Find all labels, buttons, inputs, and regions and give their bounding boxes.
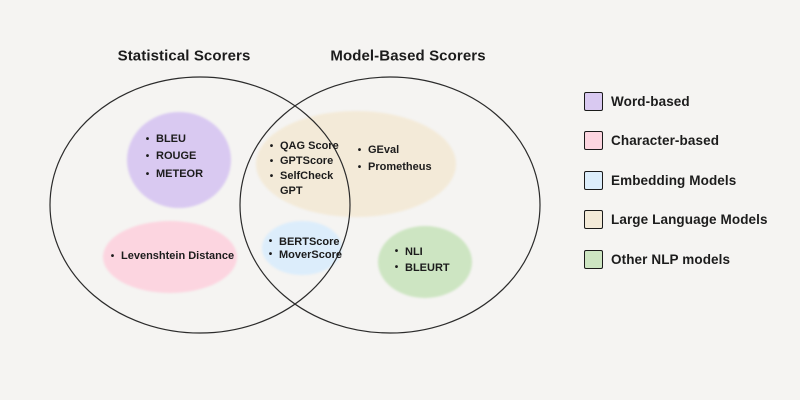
bullet-icon: • bbox=[145, 168, 150, 180]
bullet-icon: • bbox=[268, 236, 273, 247]
legend: Word-based Character-based Embedding Mod… bbox=[584, 91, 768, 269]
bullet-icon: • bbox=[268, 248, 273, 260]
list-item: • BLEU bbox=[143, 131, 203, 148]
bullet-icon: • bbox=[110, 251, 115, 262]
large-language-models-blob bbox=[256, 111, 456, 217]
list-item-label: NLI bbox=[405, 246, 423, 258]
bullet-icon: • bbox=[145, 151, 150, 163]
list-item: • BLEURT bbox=[392, 260, 450, 276]
legend-label: Word-based bbox=[611, 93, 690, 109]
legend-label: Embedding Models bbox=[611, 172, 737, 188]
list-item: • NLI bbox=[392, 244, 450, 260]
embedding-models-swatch bbox=[584, 170, 603, 190]
word-based-list: • BLEU • ROUGE • METEOR bbox=[143, 131, 203, 183]
legend-label: Large Language Models bbox=[611, 212, 768, 227]
embedding-models-list: • BERTScore • MoverScore bbox=[266, 236, 342, 261]
list-item-label: SelfCheck GPT bbox=[280, 170, 334, 197]
list-item: • GPTScore bbox=[267, 154, 339, 169]
list-item: • Levenshtein Distance bbox=[108, 248, 234, 265]
bullet-icon: • bbox=[145, 134, 150, 145]
word-based-blob bbox=[127, 112, 231, 208]
list-item: • BERTScore bbox=[266, 236, 342, 249]
list-item-label: Prometheus bbox=[368, 161, 432, 174]
large-language-models-swatch bbox=[584, 210, 603, 229]
list-item-label: MoverScore bbox=[279, 248, 342, 261]
llm-model-only-list: • GEval • Prometheus bbox=[355, 142, 432, 177]
legend-item-word-based: Word-based bbox=[584, 91, 768, 111]
legend-item-large-language-models: Large Language Models bbox=[584, 210, 768, 230]
character-based-swatch bbox=[584, 131, 603, 150]
word-based-swatch bbox=[584, 91, 603, 111]
legend-item-embedding-models: Embedding Models bbox=[584, 170, 768, 190]
bullet-icon: • bbox=[357, 145, 362, 156]
list-item: • SelfCheck GPT bbox=[267, 169, 339, 199]
statistical-scorers-title: Statistical Scorers bbox=[117, 47, 251, 65]
legend-item-character-based: Character-based bbox=[584, 131, 768, 151]
list-item-label: GEval bbox=[368, 144, 400, 156]
embedding-models-blob bbox=[262, 221, 342, 275]
character-based-blob bbox=[103, 221, 237, 293]
model-based-scorers-circle bbox=[239, 76, 541, 334]
list-item-label: Levenshtein Distance bbox=[121, 250, 235, 262]
list-item-label: METEOR bbox=[156, 167, 204, 180]
list-item: • METEOR bbox=[143, 166, 203, 183]
list-item: • Prometheus bbox=[355, 159, 432, 176]
list-item-label: ROUGE bbox=[156, 150, 197, 163]
bullet-icon: • bbox=[269, 141, 274, 152]
bullet-icon: • bbox=[269, 171, 274, 182]
bullet-icon: • bbox=[357, 162, 362, 174]
list-item: • QAG Score bbox=[267, 139, 339, 154]
other-nlp-models-list: • NLI • BLEURT bbox=[392, 244, 450, 276]
llm-overlap-list: • QAG Score • GPTScore • SelfCheck GPT bbox=[267, 139, 339, 199]
list-item-label: QAG Score bbox=[280, 140, 339, 152]
list-item: • ROUGE bbox=[143, 148, 203, 165]
list-item: • MoverScore bbox=[266, 249, 342, 262]
other-nlp-models-swatch bbox=[584, 249, 603, 269]
legend-label: Character-based bbox=[611, 133, 720, 148]
list-item-label: BLEURT bbox=[405, 262, 450, 274]
bullet-icon: • bbox=[394, 262, 399, 273]
bullet-icon: • bbox=[394, 246, 399, 257]
bullet-icon: • bbox=[269, 156, 274, 167]
list-item-label: BLEU bbox=[156, 133, 186, 145]
legend-item-other-nlp-models: Other NLP models bbox=[584, 249, 768, 269]
list-item: • GEval bbox=[355, 142, 432, 159]
character-based-list: • Levenshtein Distance bbox=[108, 248, 234, 265]
legend-label: Other NLP models bbox=[611, 251, 731, 267]
list-item-label: GPTScore bbox=[280, 155, 334, 167]
other-nlp-models-blob bbox=[378, 226, 472, 298]
list-item-label: BERTScore bbox=[279, 236, 340, 248]
model-based-scorers-title: Model-Based Scorers bbox=[330, 47, 486, 65]
statistical-scorers-circle bbox=[49, 76, 351, 334]
